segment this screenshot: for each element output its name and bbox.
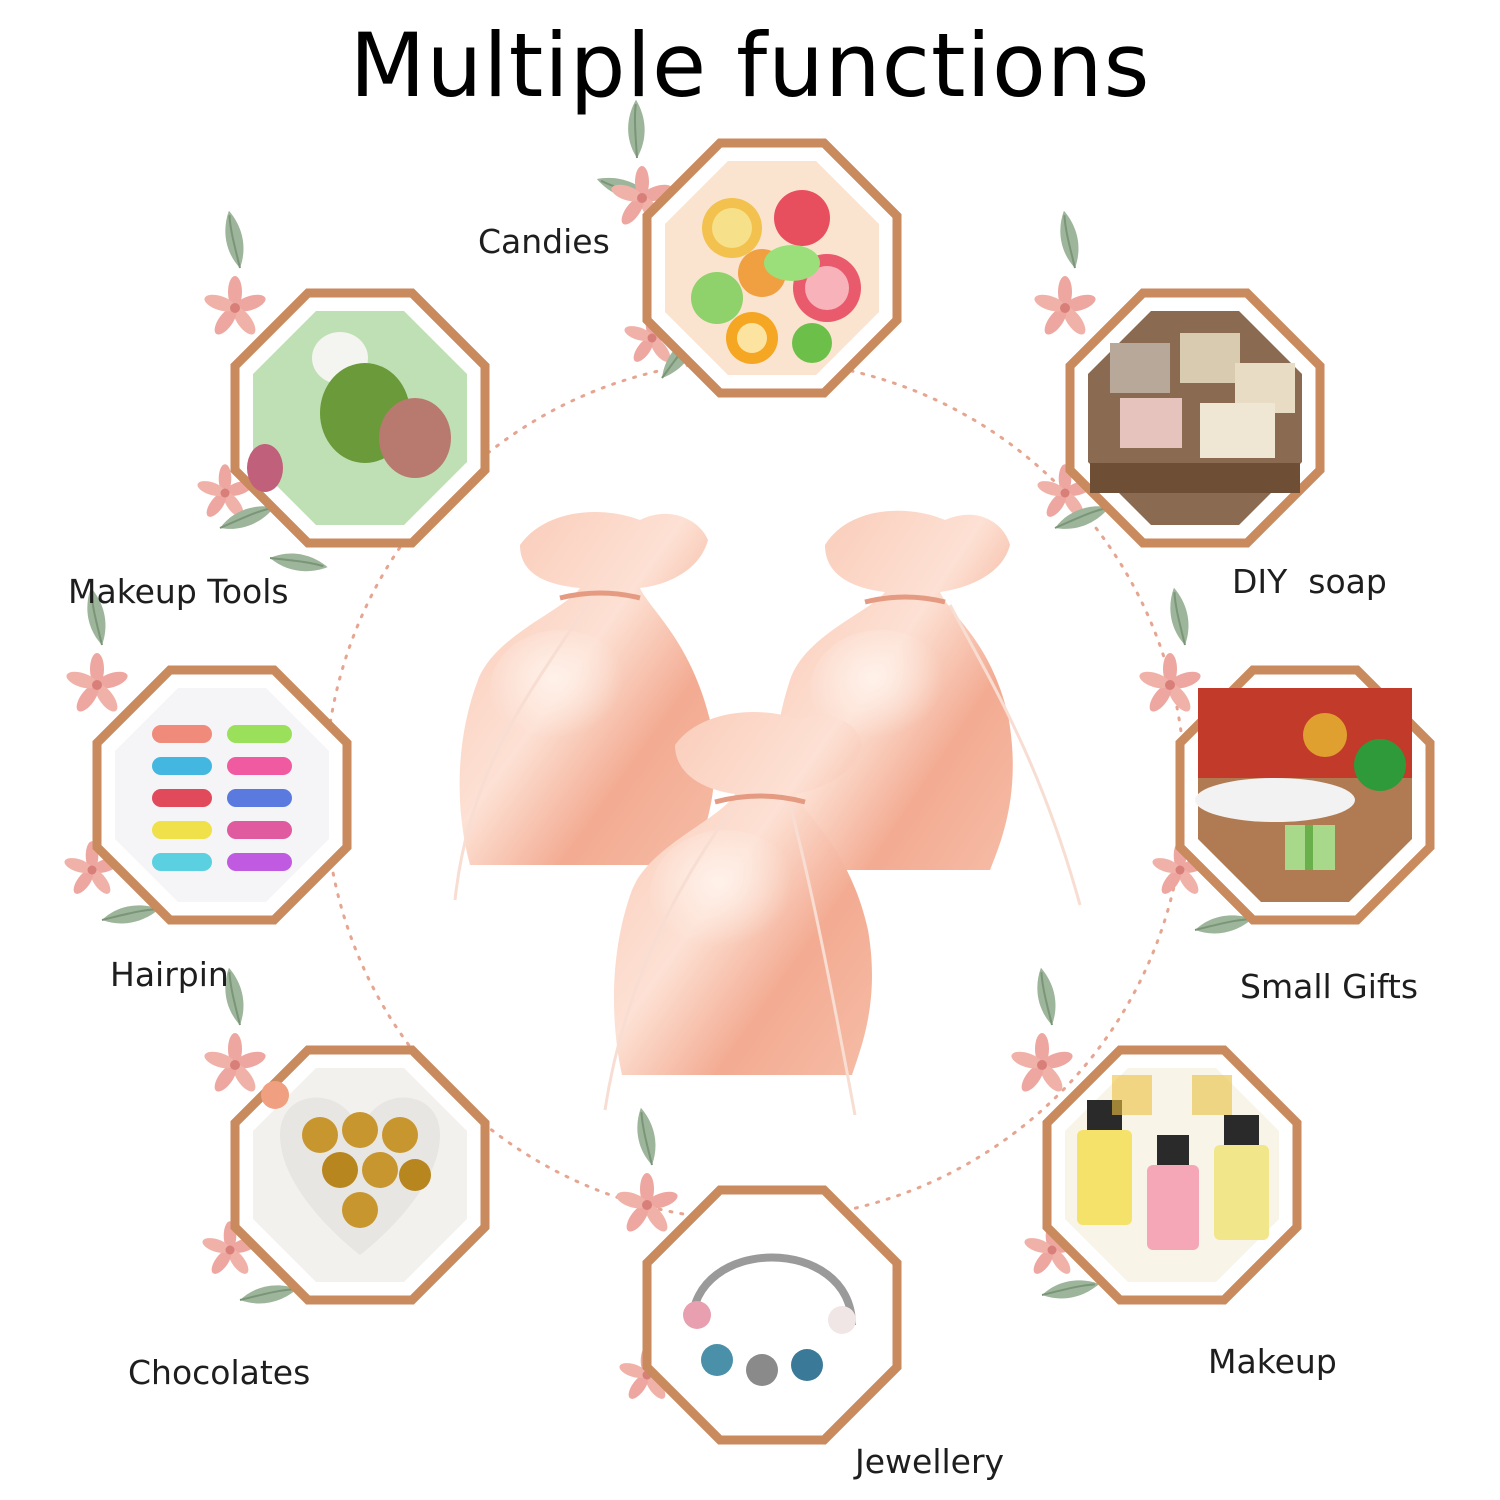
tile-hairpin — [62, 586, 352, 939]
tile-chocolates — [200, 966, 490, 1319]
pouch-back-left — [453, 512, 715, 901]
pouch-front — [603, 712, 872, 1116]
label-chocolates: Chocolates — [128, 1353, 311, 1392]
label-hairpin: Hairpin — [110, 955, 229, 994]
label-makeup-tools: Makeup Tools — [68, 572, 289, 611]
label-candies: Candies — [478, 222, 610, 261]
tile-candies — [595, 98, 902, 398]
label-jewellery: Jewellery — [855, 1442, 1005, 1481]
label-small-gifts: Small Gifts — [1240, 967, 1419, 1006]
label-diy-soap: DIY soap — [1232, 562, 1387, 601]
tile-small-gifts — [1137, 586, 1435, 949]
tile-makeup — [1009, 966, 1302, 1314]
label-makeup: Makeup — [1208, 1342, 1337, 1381]
tile-makeup-tools — [195, 209, 490, 592]
tile-jewellery — [614, 1106, 902, 1445]
page-title: Multiple functions — [349, 14, 1151, 117]
tile-diy-soap — [1032, 209, 1325, 548]
